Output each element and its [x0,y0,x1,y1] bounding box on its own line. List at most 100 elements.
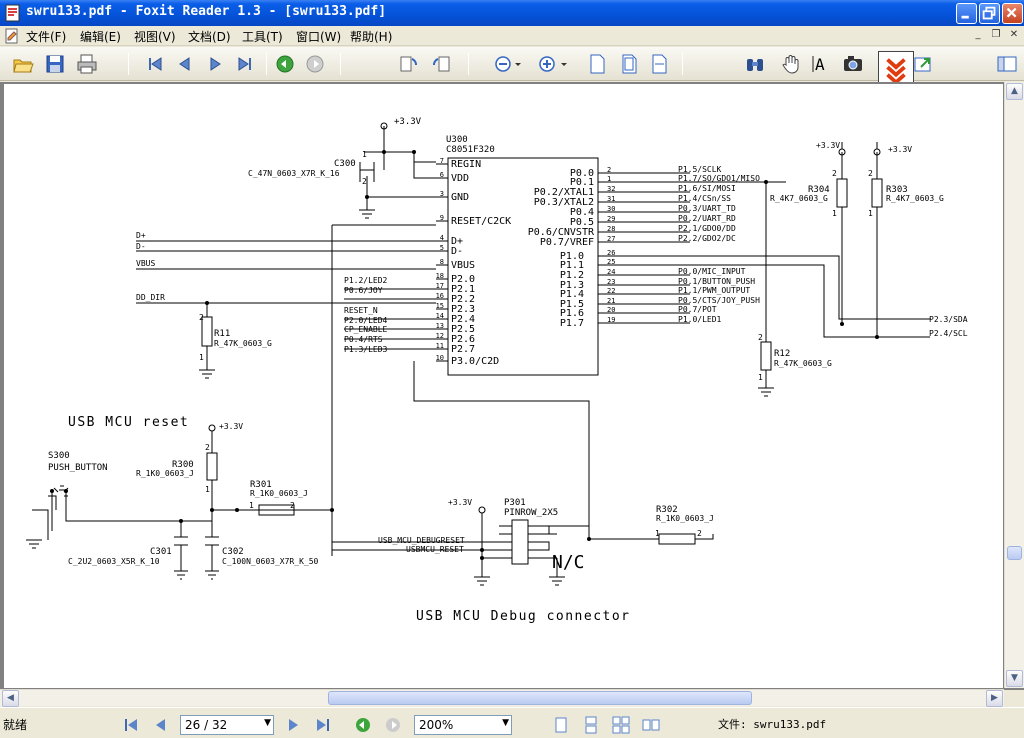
svg-text:2: 2 [199,313,204,322]
r304-part: R_4K7_0603_G [770,194,828,203]
mdi-restore-icon[interactable]: ❐ [991,29,1001,40]
hand-tool-icon[interactable] [780,53,802,75]
actual-size-button[interactable] [586,53,608,75]
previous-page-button[interactable] [174,53,196,75]
first-page-button[interactable] [144,53,166,75]
scroll-down-icon[interactable]: ▼ [1006,670,1023,687]
scroll-right-icon[interactable]: ▶ [986,690,1003,707]
menu-edit[interactable]: 编辑(E) [80,30,121,44]
find-binoculars-icon[interactable] [744,53,766,75]
menu-tools[interactable]: 工具(T) [242,30,283,44]
pin-number-16: 16 [436,292,444,300]
pin-name-gnd: GND [451,192,469,203]
status-last-page-icon[interactable] [314,716,332,734]
export-button[interactable] [912,53,934,75]
close-button[interactable] [1002,3,1023,24]
svg-text:2: 2 [290,501,295,510]
rotate-ccw-button[interactable] [398,53,420,75]
single-page-view-icon[interactable] [552,716,570,734]
net-p0-7-pot: P0.7/POT [678,305,717,314]
pin-number-13: 13 [436,322,444,330]
continuous-view-icon[interactable] [582,716,600,734]
pin-number-2: 2 [607,166,611,174]
svg-text:1: 1 [205,485,210,494]
menu-file[interactable]: 文件(F) [26,30,67,44]
print-button[interactable] [76,53,98,75]
fit-width-button[interactable] [648,53,670,75]
pin-number-25: 25 [607,258,615,266]
pin-number-23: 23 [607,278,615,286]
facing-view-icon[interactable] [612,716,630,734]
reset-title: USB MCU reset [68,415,189,430]
menu-document[interactable]: 文档(D) [188,30,231,44]
mdi-minimize-icon[interactable]: _ [975,29,981,40]
s300-ref: S300 [48,451,70,461]
open-file-button[interactable] [12,53,34,75]
r301-ref: R301 [250,480,272,490]
continuous-facing-view-icon[interactable] [642,716,660,734]
r302-part: R_1K0_0603_J [656,514,714,523]
status-back-icon[interactable] [354,716,372,734]
next-page-button[interactable] [204,53,226,75]
vertical-scroll-thumb[interactable] [1007,546,1022,560]
status-next-page-icon[interactable] [284,716,302,734]
window-title: swru133.pdf - Foxit Reader 1.3 - [swru13… [26,4,387,19]
status-prev-page-icon[interactable] [152,716,170,734]
menu-bar: 文件(F) 编辑(E) 视图(V) 文档(D) 工具(T) 窗口(W) 帮助(H… [0,26,1024,46]
go-back-button[interactable] [274,53,296,75]
last-page-button[interactable] [234,53,256,75]
file-name-label: 文件: swru133.pdf [718,718,827,731]
horizontal-scrollbar[interactable]: ◀ ▶ [0,689,1004,707]
pin-name-p1-2: P1.2 [560,270,584,281]
zoom-dropdown-icon[interactable]: ▼ [502,718,509,728]
menu-view[interactable]: 视图(V) [134,30,176,44]
snapshot-camera-icon[interactable] [842,53,864,75]
svg-text:1: 1 [249,501,254,510]
vertical-scrollbar[interactable]: ▲ ▼ [1004,82,1024,688]
scroll-left-icon[interactable]: ◀ [2,690,19,707]
rotate-cw-button[interactable] [430,53,452,75]
menu-window[interactable]: 窗口(W) [296,30,342,44]
minimize-button[interactable] [956,3,977,24]
r302-ref: R302 [656,505,678,515]
pin-name-reset-c2ck: RESET/C2CK [451,216,511,227]
pin-name-p1-1: P1.1 [560,260,584,271]
zoom-in-button[interactable] [536,53,558,75]
page-number-field[interactable]: 26 / 32 ▼ [180,715,274,735]
pin-name-p2-1: P2.1 [451,284,475,295]
reset-supply: +3.3V [219,422,243,431]
zoom-out-button[interactable] [492,53,514,75]
pin-name-vbus: VBUS [451,260,475,271]
pin-name-d-: D- [451,246,463,257]
pin-number-3: 3 [440,190,444,198]
menu-help[interactable]: 帮助(H) [350,30,393,44]
pin-number-30: 30 [607,205,615,213]
horizontal-scroll-thumb[interactable] [328,691,752,705]
pin-number-29: 29 [607,215,615,223]
page-dropdown-icon[interactable]: ▼ [264,718,271,728]
save-button[interactable] [44,53,66,75]
pin-number-32: 32 [607,185,615,193]
c301-ref: C301 [150,547,172,557]
pin-number-15: 15 [436,302,444,310]
bookmarks-panel-button[interactable] [996,53,1018,75]
net-sda: P2.3/SDA [929,315,968,324]
zoom-out-dropdown-icon[interactable] [512,53,524,75]
mdi-close-icon[interactable]: ✕ [1009,29,1019,40]
zoom-field[interactable]: 200% ▼ [414,715,512,735]
pin-number-6: 6 [440,171,444,179]
net-p2-2-gdo2-dc: P2.2/GDO2/DC [678,234,736,243]
pin-name-p1-4: P1.4 [560,289,584,300]
zoom-in-dropdown-icon[interactable] [558,53,570,75]
net-p1-5-sclk: P1.5/SCLK [678,165,722,174]
pin-name-p2-5: P2.5 [451,324,475,335]
scroll-up-icon[interactable]: ▲ [1006,83,1023,100]
status-first-page-icon[interactable] [122,716,140,734]
restore-button[interactable] [979,3,1000,24]
c302-part: C_100N_0603_X7R_K_50 [222,557,319,566]
fit-page-button[interactable] [618,53,640,75]
status-forward-icon[interactable] [384,716,402,734]
r11-ref: R11 [214,329,230,339]
go-forward-button[interactable] [304,53,326,75]
text-select-tool-icon[interactable]: A [810,53,832,75]
